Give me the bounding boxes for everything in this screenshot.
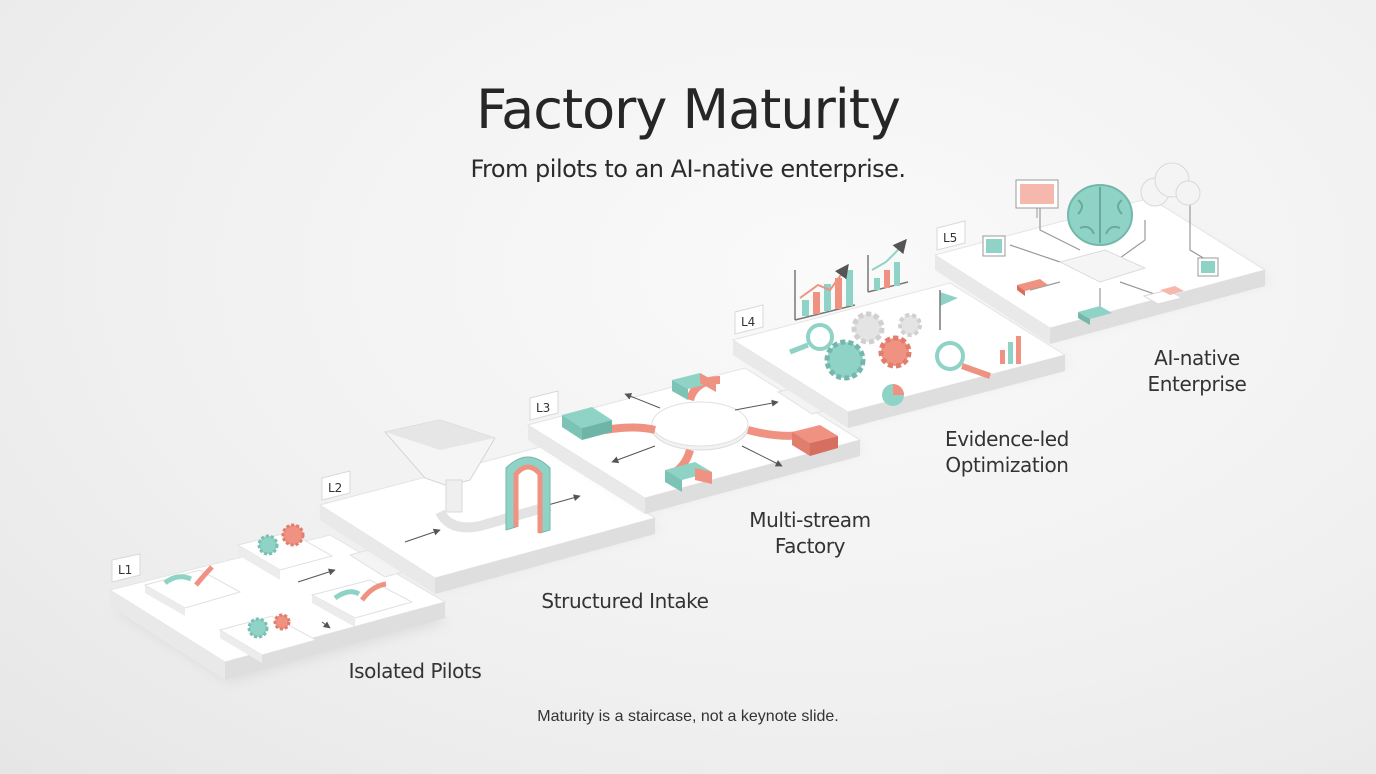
stage-3-label: Multi-stream Factory [735, 507, 885, 559]
gear-icon [281, 523, 305, 547]
curved-arrow-icon [163, 574, 192, 585]
stage-5-label-line: Enterprise [1147, 372, 1247, 396]
tablet-icon [1197, 257, 1219, 277]
device-chip [1078, 306, 1112, 319]
stage-1-platform: L1 [108, 523, 449, 682]
gear-icon [824, 339, 866, 381]
stage-5-level-tag: L5 [943, 231, 957, 245]
stage-5-label: AI-native Enterprise [1127, 345, 1267, 397]
stage-2-label-line: Structured Intake [541, 589, 709, 613]
stage-2-level-tag: L2 [328, 481, 342, 495]
stage-3-label-line: Multi-stream [749, 508, 871, 532]
gear-icon [851, 311, 885, 345]
footer-caption: Maturity is a staircase, not a keynote s… [537, 708, 839, 725]
brain-icon [1067, 184, 1133, 246]
flag-icon [940, 292, 958, 306]
stage-3-platform: L3 [526, 367, 864, 514]
curved-arrow-icon [194, 565, 214, 587]
gear-icon [273, 613, 291, 631]
stage-1-level-tag: L1 [118, 563, 132, 577]
page-subtitle: From pilots to an AI-native enterprise. [470, 155, 906, 183]
stage-4-platform: L4 [731, 238, 1069, 428]
cloud-icon [1140, 162, 1201, 207]
stage-4-label: Evidence-led Optimization [932, 426, 1082, 478]
page-title: Factory Maturity [476, 78, 901, 141]
gear-icon [898, 313, 922, 337]
stage-1-label: Isolated Pilots [330, 658, 500, 684]
curved-arrow-icon [359, 581, 387, 602]
device-chip [1017, 279, 1048, 291]
bar-chart-icon [1000, 336, 1021, 364]
bar-chart-icon [867, 238, 909, 293]
stage-4-label-line: Optimization [945, 453, 1069, 477]
magnifier-icon [789, 323, 834, 355]
pie-chart-icon [882, 384, 904, 406]
gear-icon [257, 534, 279, 556]
stage-2-label: Structured Intake [535, 588, 715, 614]
monitor-icon [982, 235, 1006, 257]
stage-5-label-line: AI-native [1154, 346, 1240, 370]
stage-3-level-tag: L3 [536, 401, 550, 415]
magnifier-icon [935, 341, 992, 379]
gear-icon [247, 617, 269, 639]
monitor-icon [1015, 179, 1059, 218]
stage-2-platform: L2 [318, 419, 659, 594]
gear-icon [878, 335, 912, 369]
stage-5-platform: L5 [933, 162, 1269, 344]
stage-1-label-line: Isolated Pilots [348, 659, 482, 683]
bar-chart-icon [794, 263, 856, 321]
curved-arrow-icon [333, 589, 361, 601]
stage-4-level-tag: L4 [741, 315, 755, 329]
stage-4-label-line: Evidence-led [945, 427, 1069, 451]
stage-3-label-line: Factory [774, 534, 846, 558]
